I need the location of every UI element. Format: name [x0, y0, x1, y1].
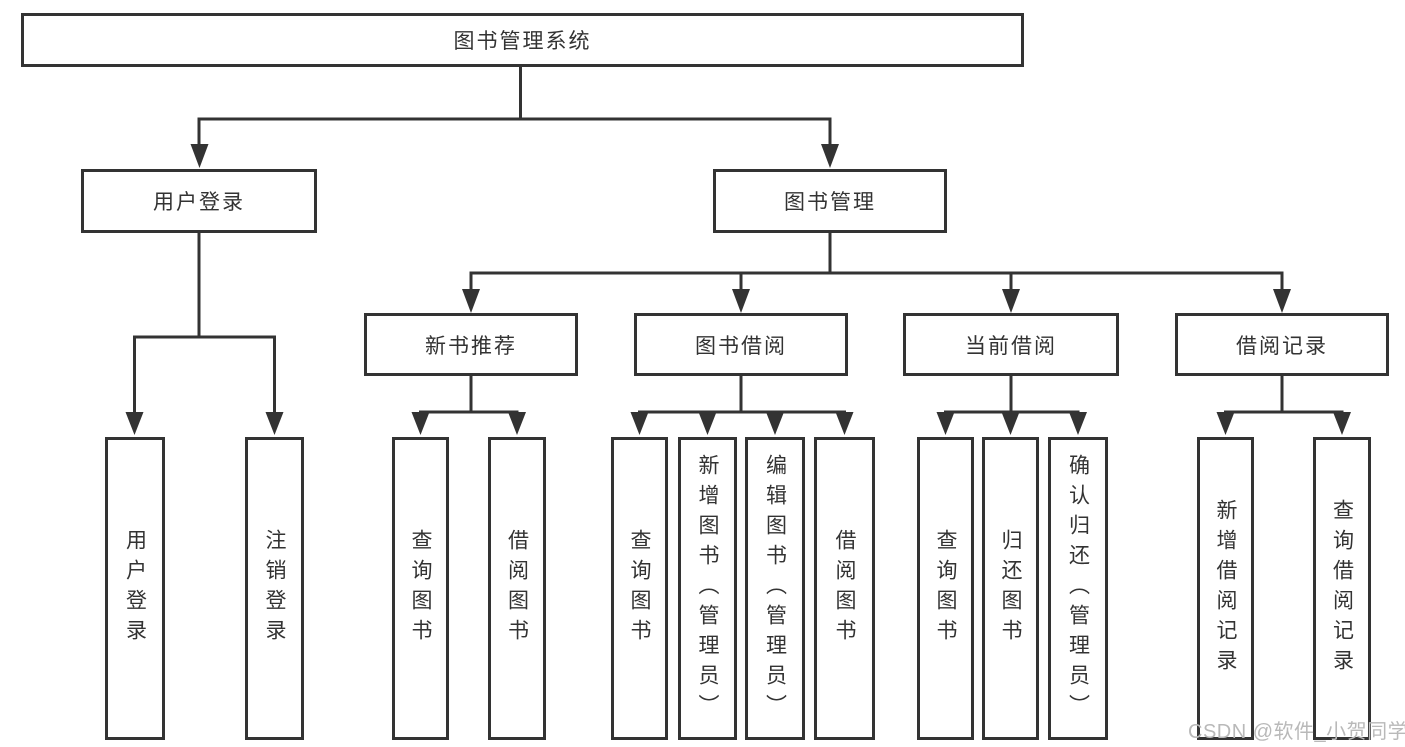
leaf-query-books-borrow-label: 查询图书 [628, 528, 651, 649]
node-borrow-records: 借阅记录 [1175, 313, 1389, 376]
leaf-query-borrow-record: 查询借阅记录 [1313, 437, 1371, 740]
arrowheads [125, 144, 1351, 435]
leaf-borrow-books-borrow-label: 借阅图书 [833, 528, 856, 649]
leaf-edit-book-admin-label: 编辑图书（管理员） [763, 453, 787, 724]
leaf-query-books-current: 查询图书 [917, 437, 974, 740]
leaf-edit-book-admin: 编辑图书（管理员） [745, 437, 805, 740]
node-system: 图书管理系统 [21, 13, 1024, 67]
node-user-login: 用户登录 [81, 169, 317, 233]
node-current-borrow-label: 当前借阅 [965, 334, 1057, 358]
leaf-borrow-books-borrow: 借阅图书 [814, 437, 875, 740]
leaf-query-books-borrow: 查询图书 [611, 437, 668, 740]
leaf-add-borrow-record-label: 新增借阅记录 [1214, 498, 1237, 679]
connector-lines [133, 65, 1344, 417]
leaf-return-book: 归还图书 [982, 437, 1039, 740]
leaf-query-books-current-label: 查询图书 [934, 528, 957, 649]
leaf-query-books-recommend-label: 查询图书 [409, 528, 432, 649]
leaf-query-borrow-record-label: 查询借阅记录 [1330, 498, 1354, 679]
node-new-book-recommend-label: 新书推荐 [425, 334, 517, 358]
leaf-logout: 注销登录 [245, 437, 304, 740]
leaf-add-book-admin-label: 新增图书（管理员） [696, 453, 719, 724]
node-current-borrow: 当前借阅 [903, 313, 1119, 376]
node-book-management-label: 图书管理 [784, 191, 876, 214]
node-book-borrow-label: 图书借阅 [695, 334, 787, 358]
node-borrow-records-label: 借阅记录 [1236, 334, 1328, 358]
node-book-management: 图书管理 [713, 169, 947, 233]
node-user-login-label: 用户登录 [153, 191, 245, 214]
leaf-user-login-label: 用户登录 [123, 528, 147, 649]
leaf-borrow-books-recommend: 借阅图书 [488, 437, 546, 740]
leaf-user-login: 用户登录 [105, 437, 165, 740]
node-new-book-recommend: 新书推荐 [364, 313, 578, 376]
leaf-confirm-return-admin: 确认归还（管理员） [1048, 437, 1108, 740]
leaf-borrow-books-recommend-label: 借阅图书 [505, 528, 529, 649]
node-system-label: 图书管理系统 [453, 30, 592, 53]
leaf-return-book-label: 归还图书 [999, 528, 1022, 649]
node-book-borrow: 图书借阅 [634, 313, 848, 376]
leaf-add-borrow-record: 新增借阅记录 [1197, 437, 1254, 740]
leaf-confirm-return-admin-label: 确认归还（管理员） [1066, 453, 1090, 724]
csdn-watermark: CSDN @软件_小贺同学 [1188, 721, 1405, 743]
leaf-logout-label: 注销登录 [263, 528, 286, 649]
leaf-query-books-recommend: 查询图书 [392, 437, 449, 740]
leaf-add-book-admin: 新增图书（管理员） [678, 437, 737, 740]
